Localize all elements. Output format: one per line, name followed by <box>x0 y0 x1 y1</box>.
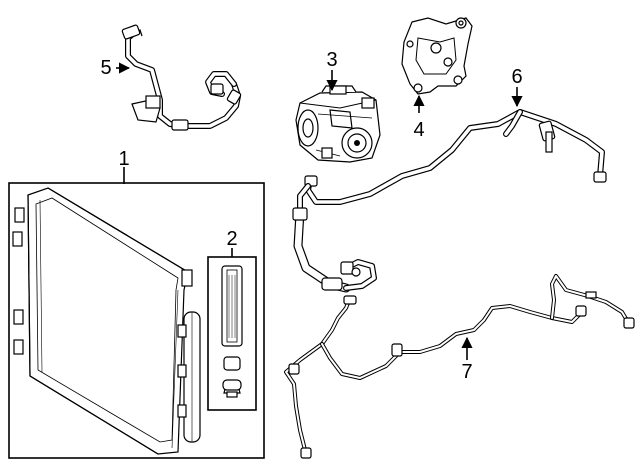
receiver-kit-group: 2 <box>207 228 257 411</box>
callout-7: 7 <box>461 361 472 383</box>
condenser[interactable] <box>12 187 201 455</box>
compressor-group: 3 <box>295 49 381 163</box>
suction-hose-group: 6 <box>292 66 607 293</box>
compressor[interactable] <box>295 85 381 163</box>
liquid-line-group: 7 <box>284 274 635 459</box>
discharge-hose-group: 5 <box>100 24 242 131</box>
filter-cap <box>223 356 241 371</box>
condenser-group: 1 <box>8 148 265 459</box>
bracket[interactable] <box>401 17 473 95</box>
callout-2: 2 <box>226 228 237 250</box>
callout-3: 3 <box>326 49 337 71</box>
discharge-hose[interactable] <box>121 24 242 131</box>
plug <box>222 379 242 391</box>
liquid-line[interactable] <box>284 274 635 459</box>
callout-5: 5 <box>100 57 111 79</box>
callout-1: 1 <box>118 148 129 170</box>
callout-6: 6 <box>511 66 522 88</box>
receiver-kit[interactable] <box>221 265 243 398</box>
bracket-group: 4 <box>401 17 473 141</box>
condenser-frame <box>8 182 265 459</box>
callout-4: 4 <box>413 119 424 141</box>
suction-hose[interactable] <box>292 109 607 293</box>
